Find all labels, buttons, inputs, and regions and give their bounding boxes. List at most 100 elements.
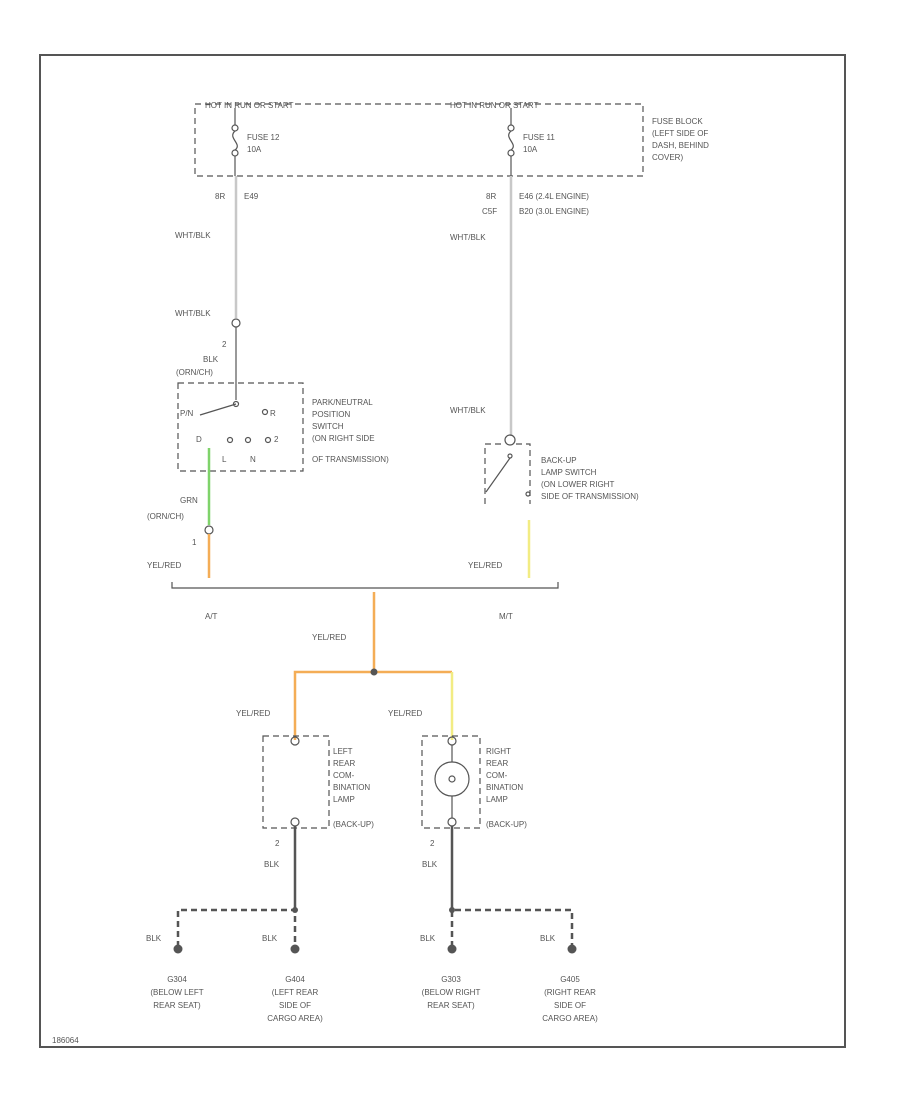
connector-left-pin: 8R — [215, 192, 225, 201]
fuse-12-symbol — [232, 130, 238, 151]
pin-left-lamp-bottom: 2 — [275, 839, 280, 848]
ground-g405-symbol — [567, 944, 577, 954]
connector-pns-bottom — [204, 525, 214, 535]
svg-text:REAR SEAT): REAR SEAT) — [427, 1001, 475, 1010]
wire-label-blk-right: BLK — [422, 860, 438, 869]
backup-switch-top-terminal — [504, 434, 516, 446]
wire-label-yel-red-left: YEL/RED — [236, 709, 270, 718]
fuse-block-label-3: DASH, BEHIND — [652, 141, 709, 150]
right-rear-combination-lamp: RIGHT REAR COM- BINATION LAMP (BACK-UP) — [421, 735, 527, 829]
ground-g405-label: G405 (RIGHT REAR SIDE OF CARGO AREA) — [542, 975, 598, 1023]
svg-text:CARGO AREA): CARGO AREA) — [267, 1014, 323, 1023]
wire-yel-red-left-branch — [293, 670, 374, 740]
fuse-12-name: FUSE 12 — [247, 133, 280, 142]
right-lamp-label-4: BINATION — [486, 783, 523, 792]
right-lamp-label-3: COM- — [486, 771, 508, 780]
left-lamp-label-4: BINATION — [333, 783, 370, 792]
ground-bus-right — [450, 908, 574, 947]
backup-switch-outline — [484, 443, 531, 504]
fuse-block-label-1: FUSE BLOCK — [652, 117, 703, 126]
ground-g404-symbol — [290, 944, 300, 954]
svg-text:(RIGHT REAR: (RIGHT REAR — [544, 988, 596, 997]
pns-pos-2: 2 — [274, 435, 279, 444]
svg-text:G405: G405 — [560, 975, 580, 984]
connector-right-ref-b: B20 (3.0L ENGINE) — [519, 207, 589, 216]
svg-text:(LEFT REAR: (LEFT REAR — [272, 988, 319, 997]
wire-label-yel-red-at: YEL/RED — [147, 561, 181, 570]
svg-text:G304: G304 — [167, 975, 187, 984]
fuse-11-name: FUSE 11 — [523, 133, 555, 142]
wire-label-blk-left: BLK — [264, 860, 280, 869]
svg-text:(BELOW LEFT: (BELOW LEFT — [150, 988, 203, 997]
right-lamp-label-5: LAMP — [486, 795, 508, 804]
option-bracket — [171, 582, 559, 589]
wire-label-blk-g405: BLK — [540, 934, 556, 943]
ground-g303-symbol — [447, 944, 457, 954]
splice-ground-left — [292, 907, 298, 913]
pin-pns-top: 2 — [222, 340, 227, 349]
pns-switch-arm — [199, 403, 237, 416]
right-lamp-bulb — [434, 761, 470, 797]
backup-lamp-switch: BACK-UP LAMP SWITCH (ON LOWER RIGHT SIDE… — [484, 434, 639, 504]
pns-label-5: OF TRANSMISSION) — [312, 455, 389, 464]
right-lamp-label-6: (BACK-UP) — [486, 820, 527, 829]
backup-switch-label-3: (ON LOWER RIGHT — [541, 480, 614, 489]
pns-label-3: SWITCH — [312, 422, 344, 431]
wire-label-blk-pns-1: BLK — [203, 355, 219, 364]
connector-left-ref: E49 — [244, 192, 259, 201]
wire-label-grn-2: (ORN/CH) — [147, 512, 184, 521]
fuse-block: HOT IN RUN OR START HOT IN RUN OR START … — [194, 101, 709, 177]
svg-text:G303: G303 — [441, 975, 461, 984]
svg-text:REAR SEAT): REAR SEAT) — [153, 1001, 201, 1010]
pin-pns-bottom: 1 — [192, 538, 197, 547]
backup-switch-label-4: SIDE OF TRANSMISSION) — [541, 492, 639, 501]
pin-right-lamp-bottom: 2 — [430, 839, 435, 848]
backup-switch-label-1: BACK-UP — [541, 456, 577, 465]
left-lamp-label-3: COM- — [333, 771, 355, 780]
ground-bus-left — [176, 908, 297, 947]
pns-pos-l: L — [222, 455, 227, 464]
fuse-block-label-2: (LEFT SIDE OF — [652, 129, 708, 138]
wire-label-blk-g304: BLK — [146, 934, 162, 943]
left-lamp-label-6: (BACK-UP) — [333, 820, 374, 829]
branch-label-mt: M/T — [499, 612, 513, 621]
wire-label-yel-red-right: YEL/RED — [388, 709, 422, 718]
wire-label-wht-blk-left-1: WHT/BLK — [175, 231, 211, 240]
svg-text:SIDE OF: SIDE OF — [279, 1001, 311, 1010]
ground-g303-label: G303 (BELOW RIGHT REAR SEAT) — [422, 975, 481, 1010]
diagram-frame — [39, 54, 846, 1048]
wire-label-yel-red-trunk: YEL/RED — [312, 633, 346, 642]
right-lamp-label-1: RIGHT — [486, 747, 511, 756]
branch-label-at: A/T — [205, 612, 218, 621]
svg-text:(BELOW RIGHT: (BELOW RIGHT — [422, 988, 481, 997]
figure-id: 186064 — [52, 1036, 79, 1045]
wire-label-grn-1: GRN — [180, 496, 198, 505]
ground-g304-symbol — [173, 944, 183, 954]
left-lamp-label-5: LAMP — [333, 795, 355, 804]
left-lamp-outline — [262, 735, 330, 829]
left-rear-combination-lamp: LEFT REAR COM- BINATION LAMP (BACK-UP) — [262, 735, 374, 829]
pns-pos-r: R — [270, 409, 276, 418]
fuse-block-label-4: COVER) — [652, 153, 683, 162]
pns-label-4: (ON RIGHT SIDE — [312, 434, 375, 443]
wire-label-blk-g404: BLK — [262, 934, 278, 943]
wire-label-blk-pns-2: (ORN/CH) — [176, 368, 213, 377]
svg-text:G404: G404 — [285, 975, 305, 984]
pns-switch-outline — [177, 382, 304, 472]
fuse-11-symbol — [508, 130, 514, 151]
pns-pos-d: D — [196, 435, 202, 444]
fuse-11-rating: 10A — [523, 145, 538, 154]
backup-switch-blade — [485, 457, 511, 493]
park-neutral-switch: P/N R D 2 L N PARK/NEUTRAL POSITION SWIT… — [177, 382, 389, 472]
wire-label-wht-blk-right-1: WHT/BLK — [450, 233, 486, 242]
connector-pns-top — [231, 318, 241, 328]
wire-label-wht-blk-left-2: WHT/BLK — [175, 309, 211, 318]
left-lamp-label-2: REAR — [333, 759, 355, 768]
fuse-block-outline — [194, 103, 644, 177]
ground-g404-label: G404 (LEFT REAR SIDE OF CARGO AREA) — [267, 975, 323, 1023]
connector-right-ref-a: E46 (2.4L ENGINE) — [519, 192, 589, 201]
pns-label-1: PARK/NEUTRAL — [312, 398, 373, 407]
pns-pos-n: N — [250, 455, 256, 464]
connector-right-pin-a: 8R — [486, 192, 496, 201]
